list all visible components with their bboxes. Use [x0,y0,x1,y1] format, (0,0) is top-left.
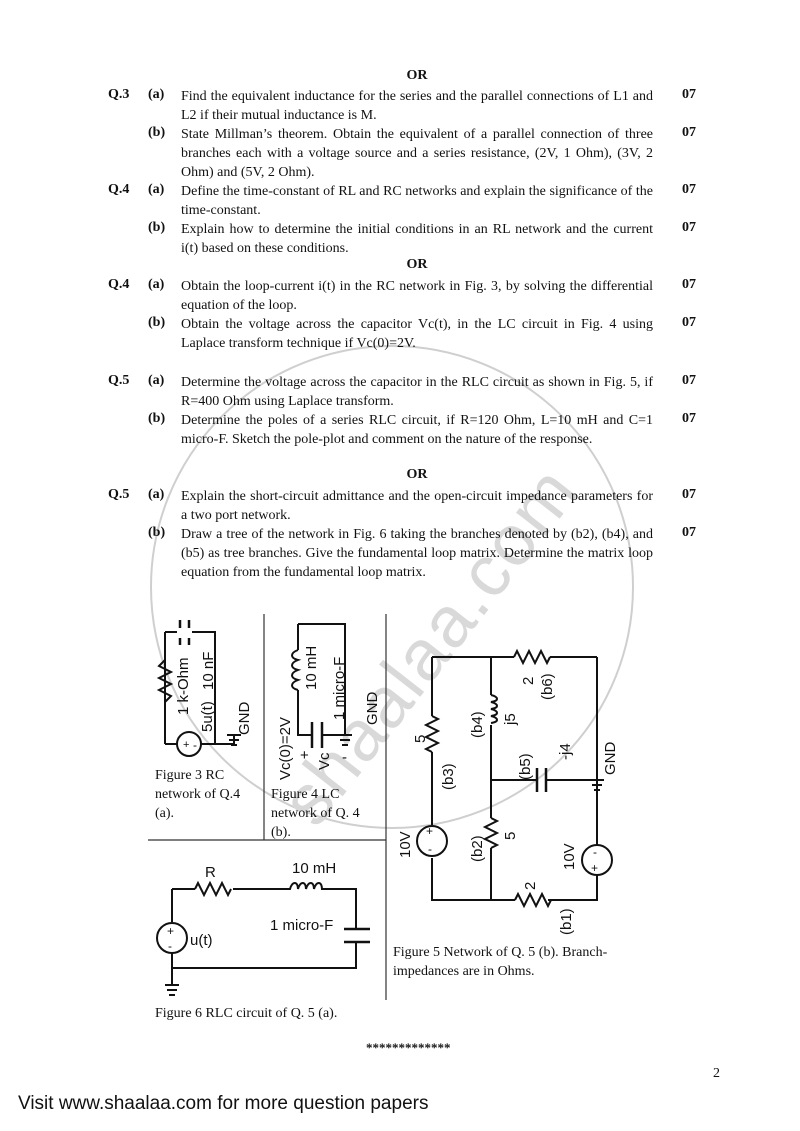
svg-text:+: + [591,861,598,875]
fig3-resistor-label: 1 k-Ohm [175,657,192,715]
question-part: (a) [148,373,165,388]
question-text: Determine the voltage across the capacit… [181,375,653,409]
fig5-b5-label: (b5) [517,753,534,780]
figure-4-diagram: 10 mH 1 micro-F GND Vc(0)=2V Vc + - [277,623,381,780]
question-text: Draw a tree of the network in Fig. 6 tak… [181,527,653,580]
question-part: (a) [148,487,165,502]
question-part: (b) [148,220,166,235]
fig5-b5-value: -j4 [557,743,574,760]
fig4-initial-condition: Vc(0)=2V [277,717,294,780]
question-text: Find the equivalent inductance for the s… [181,89,653,123]
fig4-gnd-label: GND [364,692,381,726]
question-text: Obtain the voltage across the capacitor … [181,317,653,351]
figure-5-diagram: + - - + 2 (b6) (b4) j5 (b5) -j4 5 (b3) (… [397,648,619,935]
figure-3-diagram: + - 1 k-Ohm 10 nF 5u(t) GND [156,620,253,757]
question-number: Q.4 [108,182,130,197]
figure-3-caption: Figure 3 RC network of Q.4 (a). [155,768,241,821]
end-marker: ************* [366,1040,451,1055]
or-heading: OR [406,467,428,482]
question-number: Q.3 [108,87,130,102]
question-text: Obtain the loop-current i(t) in the RC n… [181,279,653,313]
fig6-source-label: u(t) [190,932,213,949]
question-marks: 07 [682,373,696,388]
fig4-vc-label: Vc [316,752,333,770]
question-part: (b) [148,525,166,540]
fig6-capacitor-label: 1 micro-F [270,917,333,934]
fig5-b1-label: (b1) [558,908,575,935]
figure-6-caption: Figure 6 RLC circuit of Q. 5 (a). [155,1006,338,1021]
fig6-inductor-label: 10 mH [292,860,336,877]
figure-4-caption: Figure 4 LC network of Q. 4 (b). [271,787,360,840]
question-text: Explain how to determine the initial con… [181,222,653,256]
figure-5-caption: Figure 5 Network of Q. 5 (b). Branch-imp… [393,945,608,979]
question-marks: 07 [682,487,696,502]
question-marks: 07 [682,87,696,102]
question-text: Explain the short-circuit admittance and… [181,489,653,523]
page-number: 2 [713,1066,720,1081]
figure-6-diagram: + - R 10 mH 1 micro-F u(t) [156,860,370,996]
fig5-b6-label: (b6) [539,673,556,700]
question-marks: 07 [682,315,696,330]
question-text: Determine the poles of a series RLC circ… [181,413,653,447]
question-text: State Millman’s theorem. Obtain the equi… [181,127,653,180]
fig3-capacitor-label: 10 nF [200,652,217,690]
question-marks: 07 [682,525,696,540]
svg-text:+: + [167,924,174,938]
fig6-resistor-label: R [205,864,216,881]
question-part: (b) [148,315,166,330]
question-marks: 07 [682,220,696,235]
svg-text:-: - [428,842,432,856]
fig5-b2-value: 5 [502,832,519,840]
question-marks: 07 [682,182,696,197]
footer-link[interactable]: Visit www.shaalaa.com for more question … [18,1093,429,1114]
question-marks: 07 [682,411,696,426]
fig5-b1-value: 2 [522,882,539,890]
fig4-minus: - [342,749,347,766]
fig4-inductor-label: 10 mH [303,646,320,690]
fig5-source2-label: 10V [561,843,578,870]
question-text: Define the time-constant of RL and RC ne… [181,184,653,218]
svg-text:+: + [426,824,433,838]
fig5-b3-value: 5 [412,735,429,743]
svg-text:-: - [593,845,597,859]
question-number: Q.5 [108,487,130,502]
fig5-gnd-label: GND [602,742,619,776]
or-heading: OR [406,257,428,272]
svg-text:-: - [168,939,172,953]
question-number: Q.4 [108,277,130,292]
watermark-circle [150,345,634,829]
fig5-b3-label: (b3) [440,763,457,790]
question-marks: 07 [682,125,696,140]
question-part: (a) [148,182,165,197]
question-part: (b) [148,125,166,140]
question-part: (a) [148,277,165,292]
fig5-b4-value: j5 [502,713,519,726]
svg-text:+: + [183,739,189,751]
question-marks: 07 [682,277,696,292]
fig5-source1-label: 10V [397,831,414,858]
svg-text:-: - [193,738,197,752]
fig3-gnd-label: GND [236,702,253,736]
fig4-plus: + [300,747,309,764]
fig4-capacitor-label: 1 micro-F [331,657,348,720]
fig5-b6-value: 2 [520,677,537,685]
fig3-source-label: 5u(t) [199,701,216,732]
question-part: (b) [148,411,166,426]
fig5-b4-label: (b4) [469,711,486,738]
fig5-b2-label: (b2) [469,835,486,862]
or-heading: OR [406,68,428,83]
question-part: (a) [148,87,165,102]
question-number: Q.5 [108,373,130,388]
